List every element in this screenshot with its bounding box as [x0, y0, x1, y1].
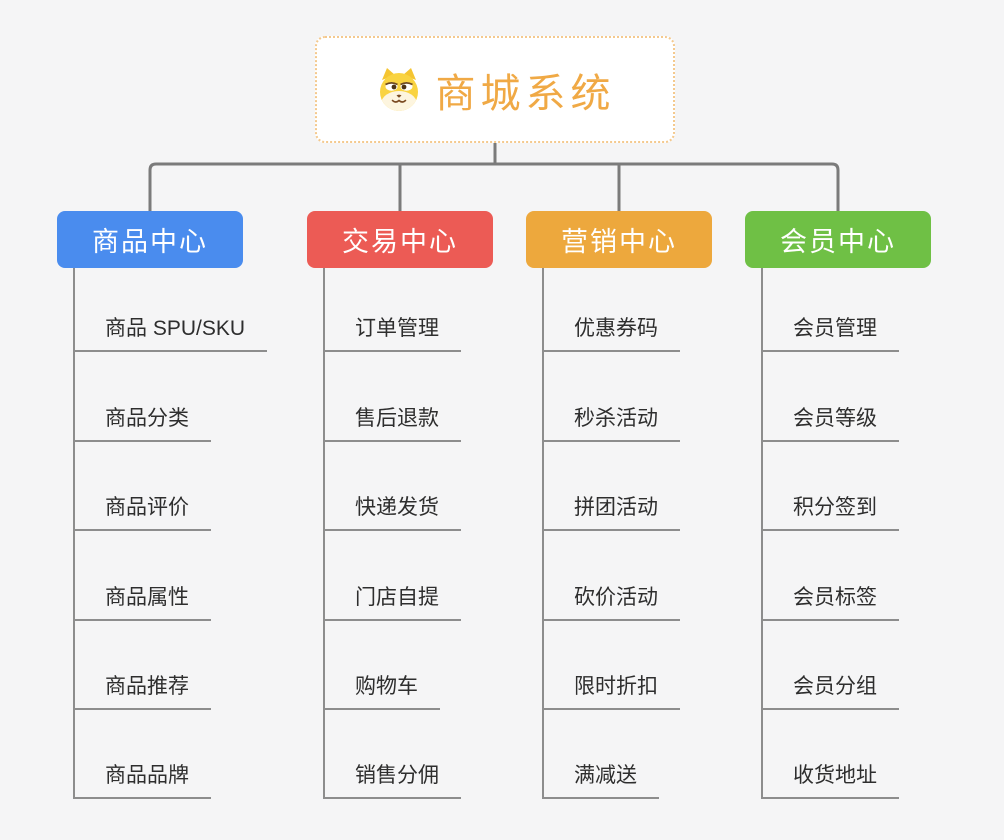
root-node[interactable]: 商城系统 [315, 36, 675, 143]
branch-label: 商品中心 [92, 227, 208, 257]
leaf-node[interactable]: 快递发货 [323, 495, 461, 531]
leaf-node[interactable]: 商品属性 [73, 585, 211, 621]
leaf-node[interactable]: 收货地址 [761, 763, 899, 799]
branch-label: 营销中心 [561, 227, 677, 257]
leaf-node[interactable]: 商品评价 [73, 495, 211, 531]
leaf-node[interactable]: 秒杀活动 [542, 406, 680, 442]
leaf-node[interactable]: 订单管理 [323, 316, 461, 352]
leaf-node[interactable]: 会员标签 [761, 585, 899, 621]
leaf-node[interactable]: 砍价活动 [542, 585, 680, 621]
branch-trunk-line [761, 268, 763, 799]
branch-node-product-center[interactable]: 商品中心 [57, 211, 243, 268]
leaf-node[interactable]: 售后退款 [323, 406, 461, 442]
leaf-node[interactable]: 商品推荐 [73, 674, 211, 710]
branch-node-marketing-center[interactable]: 营销中心 [526, 211, 712, 268]
leaf-node[interactable]: 满减送 [542, 763, 659, 799]
leaf-node[interactable]: 积分签到 [761, 495, 899, 531]
leaf-node[interactable]: 商品品牌 [73, 763, 211, 799]
leaf-node[interactable]: 商品 SPU/SKU [73, 316, 268, 352]
branch-node-member-center[interactable]: 会员中心 [745, 211, 931, 268]
branch-trunk-line [542, 268, 544, 799]
branch-trunk-line [73, 268, 75, 799]
leaf-node[interactable]: 销售分佣 [323, 763, 461, 799]
root-title: 商城系统 [435, 71, 616, 116]
leaf-node[interactable]: 门店自提 [323, 585, 461, 621]
leaf-node[interactable]: 会员等级 [761, 406, 899, 442]
branch-trunk-line [323, 268, 325, 799]
branch-node-trade-center[interactable]: 交易中心 [307, 211, 493, 268]
leaf-node[interactable]: 会员分组 [761, 674, 899, 710]
leaf-node[interactable]: 拼团活动 [542, 495, 680, 531]
leaf-node[interactable]: 优惠券码 [542, 316, 680, 352]
leaf-node[interactable]: 会员管理 [761, 316, 899, 352]
branch-label: 交易中心 [342, 227, 458, 257]
leaf-node[interactable]: 限时折扣 [542, 674, 680, 710]
branch-label: 会员中心 [780, 227, 896, 257]
dog-face-icon [379, 67, 418, 111]
leaf-node[interactable]: 购物车 [323, 674, 440, 710]
leaf-node[interactable]: 商品分类 [73, 406, 211, 442]
